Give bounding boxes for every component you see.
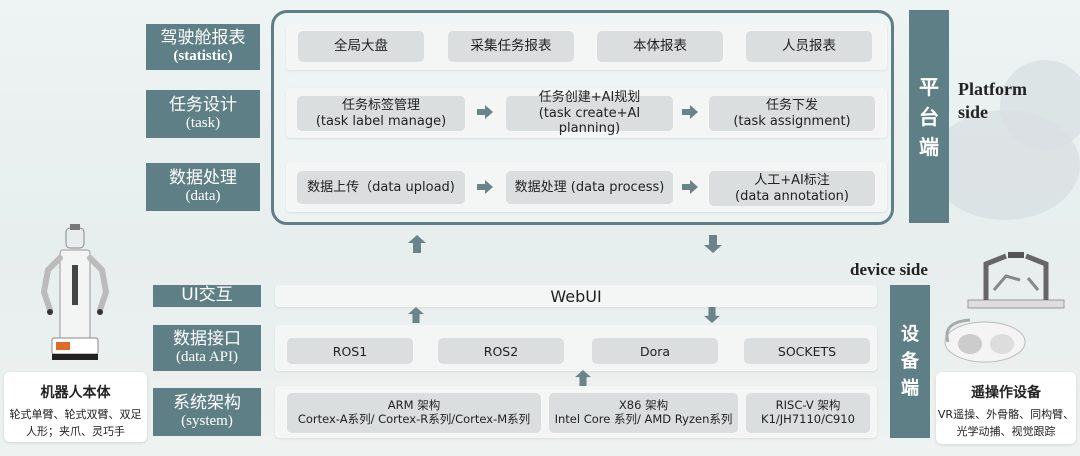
- side-char: 平: [919, 74, 939, 99]
- teleop-title: 遥操作设备: [971, 385, 1041, 401]
- right-arrow-icon: [477, 180, 493, 194]
- webui-label: WebUI: [550, 286, 602, 306]
- layer-label-system: 系统架构 (system): [153, 388, 261, 436]
- api-item[interactable]: ROS2: [438, 338, 564, 364]
- chip-label: 采集任务报表: [470, 38, 552, 55]
- chip-detail: Intel Core 系列/ AMD Ryzen系列: [554, 412, 733, 426]
- chip-label: SOCKETS: [777, 343, 837, 359]
- chip-label: ROS2: [483, 343, 519, 359]
- right-arrow-icon: [682, 105, 698, 119]
- api-item[interactable]: Dora: [592, 338, 718, 364]
- teleop-info-card: 遥操作设备 VR遥操、外骨骼、同构臂、 光学动捕、视觉跟踪: [936, 372, 1076, 444]
- layer-label-statistic: 驾驶舱报表 (statistic): [146, 24, 260, 70]
- side-char: 端: [919, 134, 939, 159]
- data-step[interactable]: 数据处理 (data process): [506, 171, 673, 204]
- chip-label-zh: 任务标签管理: [341, 97, 420, 113]
- statistic-item[interactable]: 人员报表: [746, 31, 872, 62]
- robot-title: 机器人本体: [40, 385, 111, 401]
- task-step[interactable]: 任务创建+AI规划 (task create+AI planning): [506, 90, 673, 136]
- side-char: 台: [919, 104, 939, 129]
- robot-info-card: 机器人本体 轮式单臂、轮式双臂、双足 人形；夹爪、灵巧手: [4, 372, 147, 442]
- webui-bar[interactable]: WebUI: [275, 285, 877, 307]
- device-side-label: device side: [850, 260, 928, 279]
- side-char: 备: [901, 351, 919, 372]
- chip-label-en: (task create+AI planning): [538, 105, 641, 137]
- task-step[interactable]: 任务标签管理 (task label manage): [297, 96, 465, 131]
- up-arrow-icon: [575, 370, 591, 386]
- task-step[interactable]: 任务下发 (task assignment): [709, 96, 875, 131]
- layer-label-en: (system): [181, 413, 233, 430]
- side-char: 设: [901, 324, 919, 345]
- chip-title: X86 架构: [618, 398, 669, 413]
- statistic-item[interactable]: 采集任务报表: [448, 31, 574, 62]
- up-arrow-icon: [408, 235, 426, 253]
- layer-label-en: (data API): [175, 349, 239, 366]
- layer-label-data: 数据处理 (data): [146, 163, 260, 211]
- api-item[interactable]: SOCKETS: [744, 338, 870, 364]
- teleop-arm-image: [967, 252, 1065, 309]
- chip-label: 全局大盘: [334, 38, 388, 55]
- chip-label: 本体报表: [633, 38, 687, 55]
- vr-headset-image: [944, 318, 1026, 363]
- data-step[interactable]: 数据上传（data upload): [297, 171, 465, 204]
- system-arch-item[interactable]: ARM 架构 Cortex-A系列/ Cortex-R系列/Cortex-M系列: [287, 393, 541, 433]
- down-arrow-icon: [704, 235, 722, 253]
- chip-label-zh: 任务创建+AI规划: [538, 90, 641, 106]
- layer-label-task: 任务设计 (task): [146, 90, 260, 138]
- robot-image: [40, 224, 110, 360]
- layer-label-en: (task): [185, 115, 221, 132]
- layer-label-zh: 数据接口: [173, 328, 241, 349]
- chip-title: RISC-V 架构: [775, 398, 841, 413]
- right-arrow-icon: [477, 105, 493, 119]
- chip-label: Dora: [639, 343, 671, 359]
- chip-label: 数据上传（data upload): [307, 179, 455, 195]
- statistic-item[interactable]: 全局大盘: [298, 31, 424, 62]
- system-arch-item[interactable]: RISC-V 架构 K1/JH7110/C910: [746, 393, 870, 433]
- chip-title: ARM 架构: [387, 398, 441, 413]
- up-arrow-icon: [408, 307, 424, 323]
- platform-side-bar: 平 台 端: [909, 10, 949, 223]
- right-arrow-icon: [682, 180, 698, 194]
- robot-desc: 人形；夹爪、灵巧手: [26, 425, 125, 439]
- teleop-desc: 光学动捕、视觉跟踪: [956, 425, 1056, 439]
- layer-label-zh: UI交互: [181, 285, 233, 306]
- chip-detail: Cortex-A系列/ Cortex-R系列/Cortex-M系列: [297, 412, 531, 426]
- side-char: 端: [901, 378, 919, 399]
- chip-label: ROS1: [332, 343, 368, 359]
- chip-detail: K1/JH7110/C910: [761, 412, 855, 426]
- layer-label-zh: 驾驶舱报表: [160, 27, 246, 48]
- chip-label-en: (data annotation): [735, 188, 849, 204]
- layer-label-en: (data): [185, 188, 221, 205]
- down-arrow-icon: [704, 307, 720, 323]
- chip-label-en: (task assignment): [733, 113, 851, 129]
- statistic-item[interactable]: 本体报表: [597, 31, 723, 62]
- chip-label: 数据处理 (data process): [514, 179, 665, 195]
- device-side-bar: 设 备 端: [890, 285, 930, 438]
- layer-label-zh: 系统架构: [173, 392, 241, 413]
- system-arch-item[interactable]: X86 架构 Intel Core 系列/ AMD Ryzen系列: [549, 393, 738, 433]
- robot-desc: 轮式单臂、轮式双臂、双足: [9, 408, 142, 421]
- chip-label-en: (task label manage): [315, 113, 447, 129]
- layer-label-ui: UI交互: [153, 285, 261, 307]
- chip-label: 人员报表: [782, 38, 836, 55]
- platform-side-label: Platform side: [958, 79, 1027, 122]
- teleop-desc: VR遥操、外骨骼、同构臂、: [937, 408, 1075, 421]
- layer-label-api: 数据接口 (data API): [153, 325, 261, 371]
- api-item[interactable]: ROS1: [287, 338, 413, 364]
- layer-label-zh: 数据处理: [169, 167, 237, 188]
- data-step[interactable]: 人工+AI标注 (data annotation): [709, 171, 875, 206]
- chip-label-zh: 人工+AI标注: [754, 172, 830, 188]
- cloud-decoration: [1000, 60, 1080, 150]
- layer-label-en: (statistic): [173, 48, 233, 65]
- layer-label-zh: 任务设计: [169, 94, 237, 115]
- chip-label-zh: 任务下发: [765, 97, 818, 113]
